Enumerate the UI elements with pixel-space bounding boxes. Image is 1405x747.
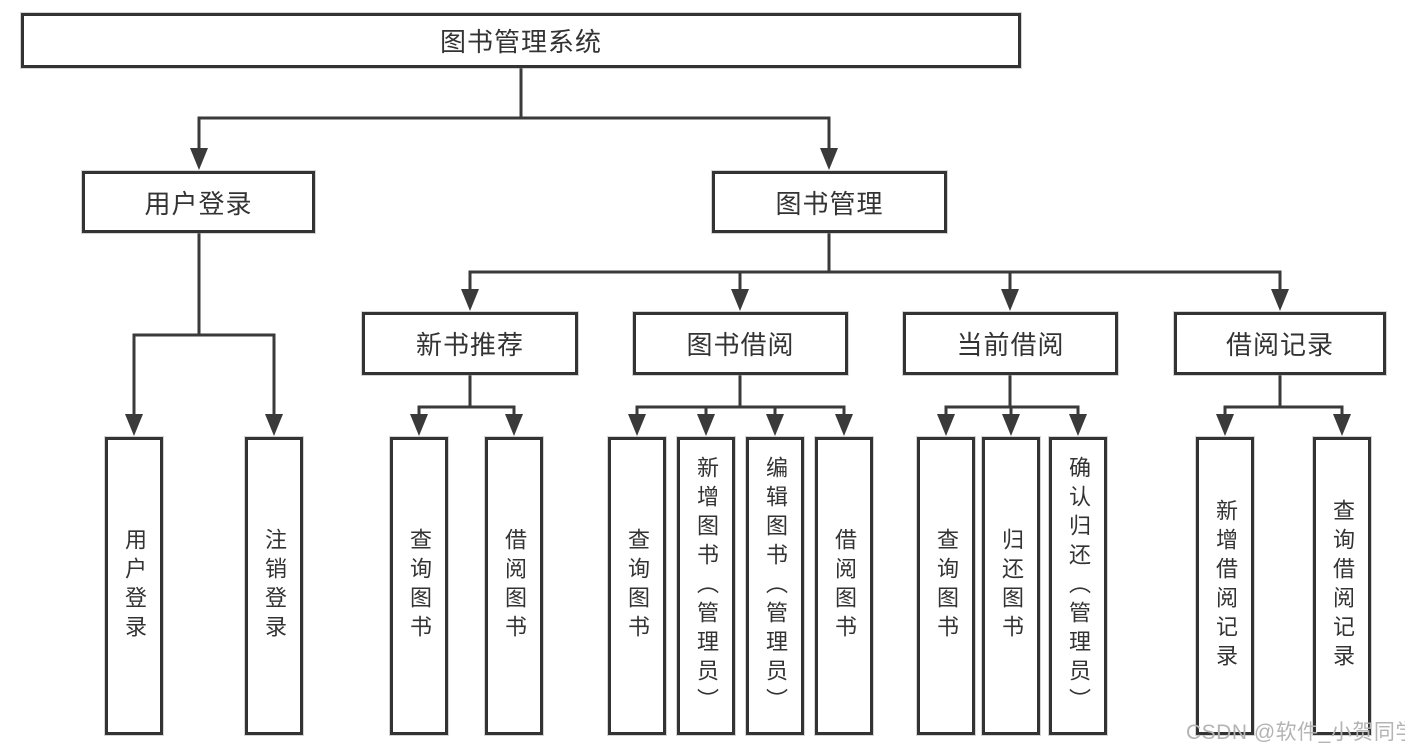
connector-user-login-children (125, 231, 283, 436)
leaf-cb-confirm-return-admin: 确认归还（管理员） (1049, 437, 1107, 735)
node-borrow-record: 借阅记录 (1174, 312, 1386, 375)
leaf-user-login: 用户登录 (105, 437, 163, 735)
node-user-login: 用户登录 (82, 171, 315, 233)
node-new-book-recommend: 新书推荐 (362, 312, 578, 375)
leaf-cb-return-book: 归还图书 (982, 437, 1040, 735)
leaf-bb-add-book-admin: 新增图书（管理员） (677, 437, 735, 735)
connector-root-to-level2 (190, 64, 838, 170)
connector-current-borrow-children (937, 373, 1087, 436)
leaf-br-query-record: 查询借阅记录 (1313, 437, 1371, 735)
leaf-nb-query-book: 查询图书 (390, 437, 448, 735)
connector-new-book-children (410, 373, 523, 436)
csdn-watermark: CSDN @软件_小贺同学 (1186, 721, 1405, 744)
leaf-nb-borrow-book: 借阅图书 (485, 437, 543, 735)
leaf-bb-borrow-book: 借阅图书 (815, 437, 873, 735)
node-book-borrow: 图书借阅 (633, 312, 848, 375)
connector-borrow-record-children (1216, 373, 1351, 436)
connector-book-management-children (461, 231, 1289, 311)
leaf-bb-query-book: 查询图书 (608, 437, 666, 735)
leaf-logout: 注销登录 (245, 437, 303, 735)
leaf-br-add-record: 新增借阅记录 (1196, 437, 1254, 735)
leaf-cb-query-book: 查询图书 (917, 437, 975, 735)
node-current-borrow: 当前借阅 (903, 312, 1118, 375)
node-root: 图书管理系统 (21, 13, 1021, 68)
connector-book-borrow-children (628, 373, 853, 436)
leaf-bb-edit-book-admin: 编辑图书（管理员） (746, 437, 804, 735)
node-book-management: 图书管理 (712, 171, 947, 233)
